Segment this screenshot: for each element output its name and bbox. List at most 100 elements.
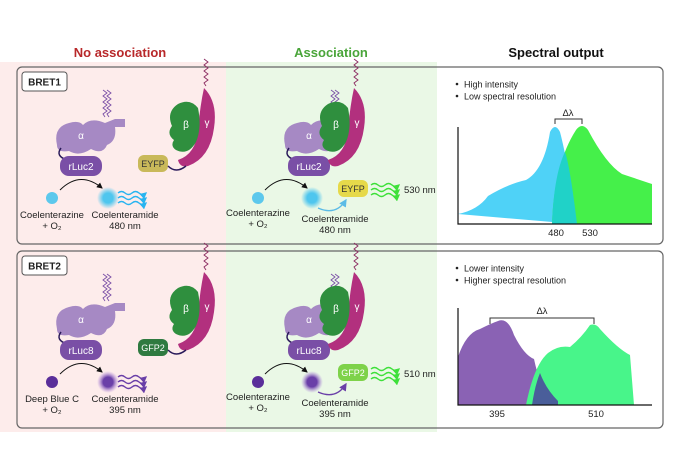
gamma-label: γ <box>205 302 210 313</box>
g-gamma-subunit <box>178 88 215 167</box>
alpha-label: α <box>306 131 312 142</box>
panel-label: BRET2 <box>28 262 61 273</box>
header-spectral-output: Spectral output <box>508 45 604 60</box>
product-wavelength-label: 395 nm <box>319 409 351 420</box>
beta-label: β <box>183 120 189 131</box>
reaction-arrow <box>59 179 103 191</box>
luciferase-rluc2 <box>60 156 102 176</box>
g-beta-subunit <box>169 101 200 152</box>
bullet-icon <box>455 82 459 86</box>
product-wavelength-label: 480 nm <box>319 225 351 236</box>
spectral-note: Lower intensity <box>464 264 525 274</box>
product-label: Coelenteramide <box>301 214 368 225</box>
g-gamma-subunit <box>328 272 365 351</box>
product-label: Coelenteramide <box>91 210 158 221</box>
acceptor-label: GFP2 <box>141 343 165 353</box>
acceptor-eyfp <box>338 180 368 197</box>
acceptor-gfp2 <box>338 364 368 381</box>
beta-label: β <box>183 304 189 315</box>
acceptor-emission-label: 510 nm <box>404 369 436 380</box>
substrate-o2-label: + O₂ <box>248 403 268 414</box>
linker <box>167 349 187 355</box>
g-beta-subunit <box>319 101 350 152</box>
alpha-label: α <box>78 315 84 326</box>
lipid-anchor-icon <box>353 242 359 271</box>
acceptor-eyfp <box>138 155 168 172</box>
gamma-label: γ <box>355 302 360 313</box>
acceptor-emission-waves <box>370 366 401 376</box>
delta-lambda-bracket <box>489 317 595 324</box>
acceptor-spectrum <box>526 324 634 405</box>
acceptor-emission-waves <box>370 187 401 197</box>
panel-label-box <box>21 255 68 276</box>
acceptor-emission-waves <box>370 192 401 202</box>
linker <box>167 165 187 171</box>
acceptor-emission-label: 530 nm <box>404 185 436 196</box>
substrate-label: Deep Blue C <box>25 394 79 405</box>
luciferase-rluc8 <box>60 340 102 360</box>
x-tick-label: 480 <box>548 228 564 239</box>
spectrum-axes <box>457 308 652 406</box>
beta-label: β <box>333 304 339 315</box>
luciferase-label: rLuc2 <box>296 162 321 173</box>
luciferase-rluc8 <box>288 340 330 360</box>
emission-waves <box>117 190 148 200</box>
substrate-label: Coelenterazine <box>20 210 84 221</box>
bullet-icon <box>455 94 459 98</box>
luciferase-label: rLuc8 <box>68 346 93 357</box>
product-glow-icon <box>301 371 323 393</box>
product-label: Coelenteramide <box>301 398 368 409</box>
substrate-molecule-icon <box>46 376 58 388</box>
spectral-note: High intensity <box>464 80 519 90</box>
alpha-label: α <box>78 131 84 142</box>
donor-spectrum <box>458 127 576 224</box>
panel-label-box <box>21 71 68 92</box>
header-no-association: No association <box>74 45 167 60</box>
emission-waves <box>117 195 148 205</box>
g-alpha-subunit <box>56 303 126 338</box>
spectrum-axes <box>457 127 652 225</box>
lipid-anchor-icon <box>353 58 359 87</box>
substrate-label: Coelenterazine <box>226 392 290 403</box>
lipid-anchor-icon <box>102 273 108 302</box>
acceptor-emission-waves <box>370 371 401 381</box>
g-beta-subunit <box>169 285 200 336</box>
delta-lambda-label: Δλ <box>536 306 547 317</box>
substrate-label: Coelenterazine <box>226 208 290 219</box>
product-wavelength-label: 480 nm <box>109 221 141 232</box>
spectral-note: Low spectral resolution <box>464 92 556 102</box>
emission-waves <box>117 384 148 394</box>
x-tick-label: 530 <box>582 228 598 239</box>
bullet-icon <box>455 266 459 270</box>
emission-waves <box>117 374 148 384</box>
lipid-anchor-icon <box>203 242 209 271</box>
product-glow-icon <box>97 187 119 209</box>
gamma-label: γ <box>355 118 360 129</box>
acceptor-label: EYFP <box>141 159 165 169</box>
lipid-anchor-icon <box>106 273 112 302</box>
luciferase-label: rLuc2 <box>68 162 93 173</box>
spectral-note: Higher spectral resolution <box>464 276 566 286</box>
overlap-region <box>532 373 558 405</box>
product-glow-icon <box>97 371 119 393</box>
overlap-region <box>552 152 577 224</box>
luciferase-label: rLuc8 <box>296 346 321 357</box>
panel-label: BRET1 <box>28 78 61 89</box>
bullet-icon <box>455 278 459 282</box>
substrate-o2-label: + O₂ <box>42 221 62 232</box>
delta-lambda-bracket <box>554 118 583 124</box>
product-glow-icon <box>301 187 323 209</box>
reaction-arrow <box>264 363 308 375</box>
substrate-o2-label: + O₂ <box>42 405 62 416</box>
panel-frame <box>16 66 664 245</box>
emission-waves <box>117 200 148 210</box>
lipid-anchor-icon <box>203 58 209 87</box>
beta-label: β <box>333 120 339 131</box>
substrate-molecule-icon <box>46 192 58 204</box>
reaction-arrow <box>59 363 103 375</box>
donor-spectrum <box>458 320 570 405</box>
gamma-label: γ <box>205 118 210 129</box>
